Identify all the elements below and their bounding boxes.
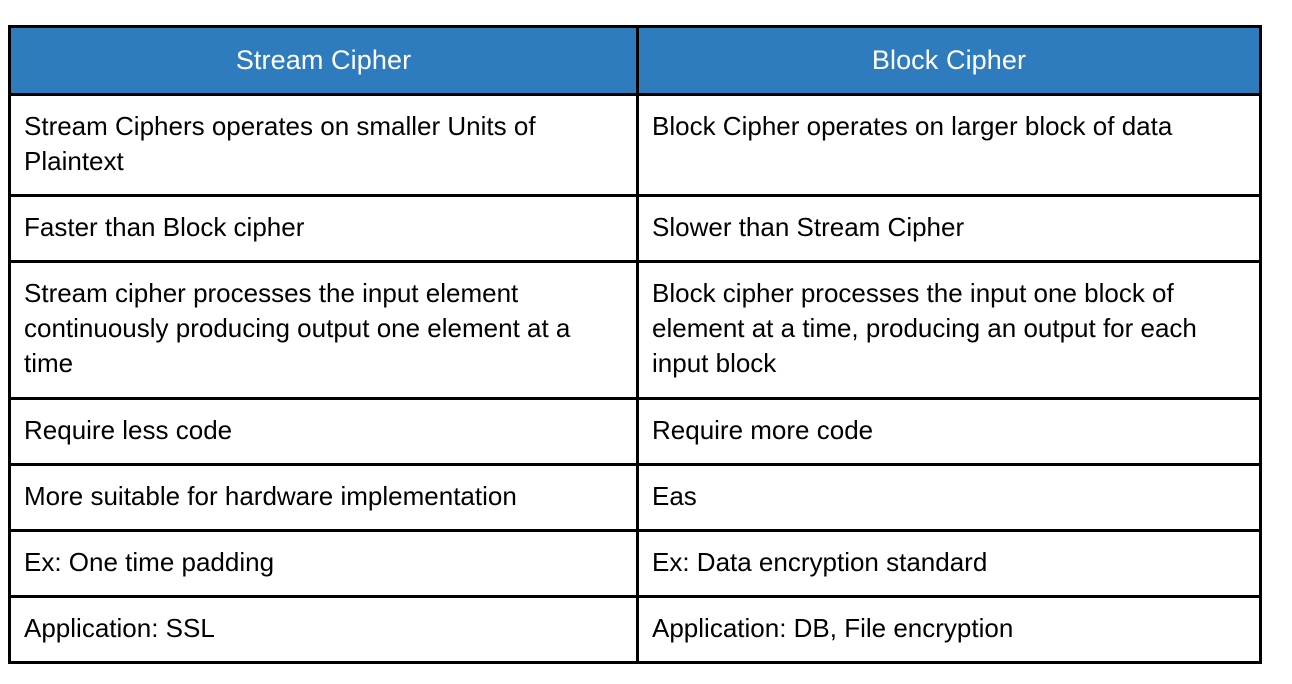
cell-text: Ex: One time padding bbox=[24, 547, 275, 577]
cell-stream-cipher: Stream cipher processes the input elemen… bbox=[8, 260, 639, 400]
table-row: Ex: One time padding Ex: Data encryption… bbox=[8, 529, 1262, 598]
table-row: Stream Ciphers operates on smaller Units… bbox=[8, 93, 1262, 197]
cell-block-cipher: Slower than Stream Cipher bbox=[636, 194, 1262, 263]
table-header-row: Stream Cipher Block Cipher bbox=[8, 25, 1262, 96]
table-body: Stream Ciphers operates on smaller Units… bbox=[8, 93, 1262, 664]
cell-text: More suitable for hardware implementatio… bbox=[24, 481, 517, 511]
cell-text: Require more code bbox=[652, 415, 874, 445]
cell-block-cipher: Application: DB, File encryption bbox=[636, 595, 1262, 664]
table-header: Stream Cipher Block Cipher bbox=[8, 25, 1262, 96]
column-header-stream-cipher: Stream Cipher bbox=[8, 25, 639, 96]
table-row: Faster than Block cipher Slower than Str… bbox=[8, 194, 1262, 263]
cell-stream-cipher: Application: SSL bbox=[8, 595, 639, 664]
table-row: Stream cipher processes the input elemen… bbox=[8, 260, 1262, 400]
cell-text: Eas bbox=[652, 481, 697, 511]
cell-block-cipher: Ex: Data encryption standard bbox=[636, 529, 1262, 598]
cell-block-cipher: Block cipher processes the input one blo… bbox=[636, 260, 1262, 400]
column-header-block-cipher: Block Cipher bbox=[636, 25, 1262, 96]
cell-text: Slower than Stream Cipher bbox=[652, 212, 965, 242]
table-row: Require less code Require more code bbox=[8, 397, 1262, 466]
cell-stream-cipher: Stream Ciphers operates on smaller Units… bbox=[8, 93, 639, 197]
table-row: More suitable for hardware implementatio… bbox=[8, 463, 1262, 532]
table-row: Application: SSL Application: DB, File e… bbox=[8, 595, 1262, 664]
cell-text: Application: SSL bbox=[24, 613, 215, 643]
cell-stream-cipher: Faster than Block cipher bbox=[8, 194, 639, 263]
cell-text: Application: DB, File encryption bbox=[652, 613, 1014, 643]
cell-text: Block Cipher operates on larger block of… bbox=[652, 111, 1173, 141]
cell-text: Stream Ciphers operates on smaller Units… bbox=[24, 111, 536, 176]
cell-block-cipher: Eas bbox=[636, 463, 1262, 532]
cell-text: Stream cipher processes the input elemen… bbox=[24, 278, 571, 378]
cell-block-cipher: Require more code bbox=[636, 397, 1262, 466]
cell-text: Faster than Block cipher bbox=[24, 212, 305, 242]
cell-block-cipher: Block Cipher operates on larger block of… bbox=[636, 93, 1262, 197]
cell-text: Require less code bbox=[24, 415, 233, 445]
cell-text: Ex: Data encryption standard bbox=[652, 547, 988, 577]
cell-stream-cipher: Ex: One time padding bbox=[8, 529, 639, 598]
cell-stream-cipher: Require less code bbox=[8, 397, 639, 466]
cell-text: Block cipher processes the input one blo… bbox=[652, 278, 1197, 378]
cipher-comparison-table: Stream Cipher Block Cipher Stream Cipher… bbox=[8, 25, 1262, 664]
cell-stream-cipher: More suitable for hardware implementatio… bbox=[8, 463, 639, 532]
